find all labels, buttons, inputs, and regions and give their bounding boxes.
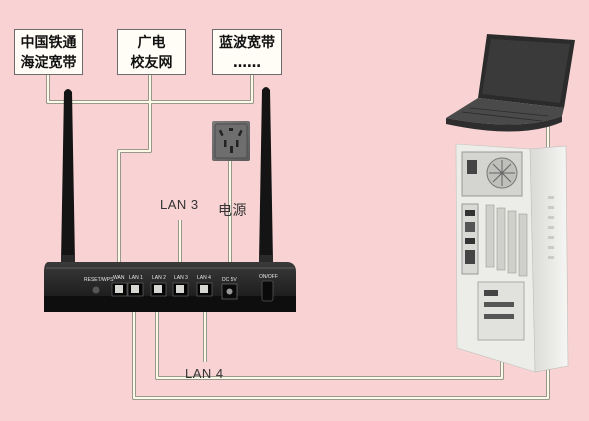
reset-label: RESET/WPS [84, 277, 114, 283]
dc-label: DC 5V [222, 277, 237, 283]
port-label-lan1: LAN 1 [129, 275, 143, 281]
port-label-lan2: LAN 2 [152, 275, 166, 281]
isp-box-tietong-line2: 海淀宽带 [20, 55, 77, 71]
laptop-icon [446, 34, 575, 132]
isp-box-tietong: 中国铁通 海淀宽带 [14, 29, 83, 75]
port-label-lan4: LAN 4 [197, 275, 211, 281]
lan3-label: LAN 3 [160, 197, 199, 212]
antenna-right-icon [259, 87, 273, 262]
port-label-lan3: LAN 3 [174, 275, 188, 281]
port-label-wan: WAN [113, 275, 125, 281]
reset-button-icon [92, 286, 100, 294]
power-switch-icon [261, 280, 274, 302]
router-antennas [61, 87, 273, 267]
antenna-left-icon [61, 89, 75, 262]
router-icon: RESET/WPS WAN LAN 1 LAN 2 LAN 3 LAN 4 DC… [44, 262, 296, 312]
isp-box-lanbo-line2: …… [233, 55, 261, 71]
isp-box-guangdian: 广电 校友网 [117, 29, 186, 75]
isp-box-guangdian-line2: 校友网 [130, 55, 173, 71]
cable-isp-wan [117, 74, 152, 290]
lan4-label: LAN 4 [185, 366, 224, 381]
isp-box-tietong-line1: 中国铁通 [20, 35, 77, 51]
power-switch-label: ON/OFF [259, 274, 278, 280]
wall-socket-icon [212, 121, 250, 161]
isp-box-lanbo-line1: 蓝波宽带 [219, 35, 275, 51]
isp-box-lanbo: 蓝波宽带 …… [212, 29, 282, 75]
power-label: 电源 [218, 203, 247, 219]
isp-box-guangdian-line1: 广电 [137, 35, 166, 51]
desktop-tower-icon [455, 143, 569, 373]
